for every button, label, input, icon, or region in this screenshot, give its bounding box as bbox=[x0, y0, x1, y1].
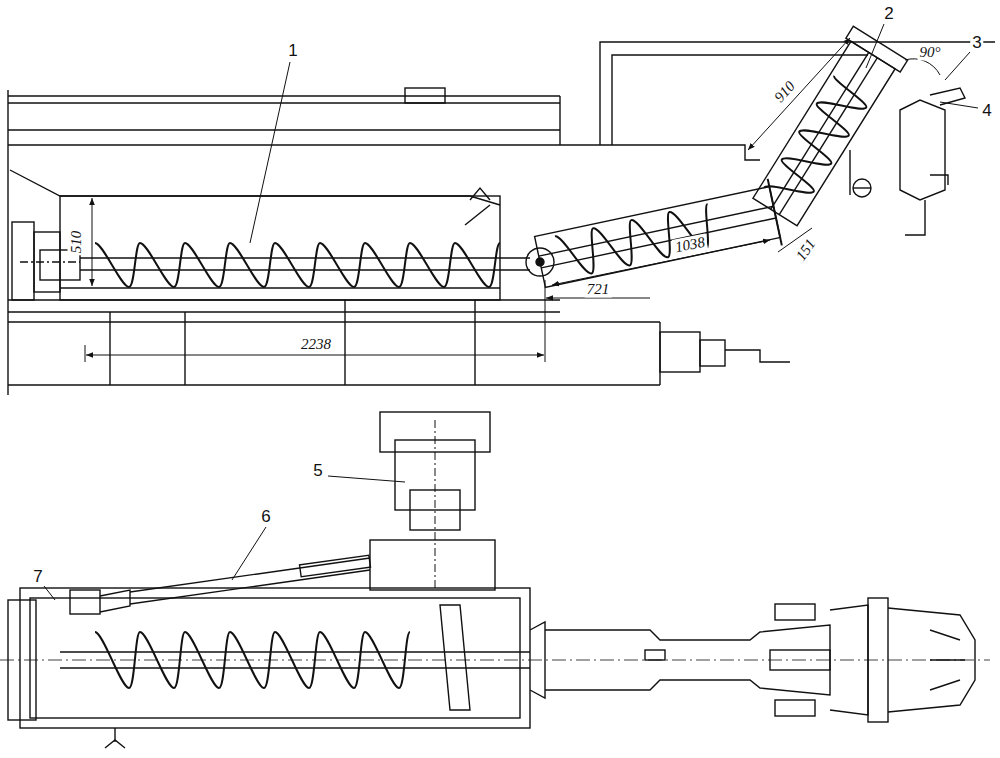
dimension-label: 910 bbox=[770, 76, 800, 107]
dimension-label: 510 bbox=[68, 229, 85, 256]
side-view bbox=[8, 24, 995, 395]
callout-number: 6 bbox=[259, 507, 272, 526]
callout-number: 2 bbox=[882, 4, 895, 23]
callout-number: 3 bbox=[970, 33, 983, 52]
dimension-label: 90° bbox=[918, 44, 943, 61]
callout-number: 7 bbox=[31, 567, 44, 586]
callout-number: 5 bbox=[311, 461, 324, 480]
plan-view bbox=[0, 412, 990, 748]
dimension-label: 1038 bbox=[672, 233, 709, 256]
callout-number: 1 bbox=[286, 41, 299, 60]
dimension-label: 2238 bbox=[299, 336, 333, 353]
dimension-label: 151 bbox=[791, 234, 820, 265]
callout-number: 4 bbox=[980, 101, 993, 120]
dimension-label: 721 bbox=[585, 281, 612, 298]
